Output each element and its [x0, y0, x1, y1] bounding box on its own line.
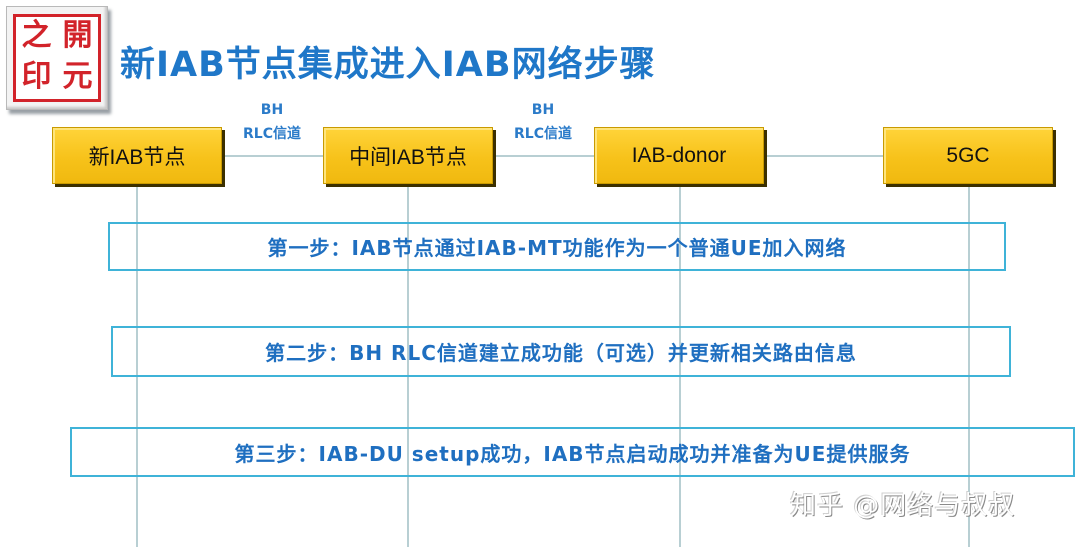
step-2-box: 第二步：BH RLC信道建立成功能（可选）并更新相关路由信息	[111, 326, 1011, 377]
lifeline-5gc	[968, 184, 970, 547]
link-label-line2: RLC信道	[243, 126, 301, 142]
logo-char: 元	[62, 59, 93, 94]
connector-new-to-intermediate	[222, 155, 323, 157]
lifeline-iab-donor	[679, 184, 681, 547]
connector-intermediate-to-donor	[493, 155, 594, 157]
link-label-line2: RLC信道	[514, 126, 572, 142]
connector-donor-to-5gc	[764, 155, 883, 157]
link-label-line1: BH	[260, 102, 284, 118]
node-intermediate-iab: 中间IAB节点	[323, 127, 493, 184]
logo-char: 開	[62, 18, 93, 53]
link-label-bh-rlc-1: BH RLC信道	[222, 98, 322, 146]
page-title: 新IAB节点集成进入IAB网络步骤	[120, 45, 656, 85]
link-label-bh-rlc-2: BH RLC信道	[493, 98, 593, 146]
lifeline-new-iab-node	[136, 184, 138, 547]
step-1-box: 第一步：IAB节点通过IAB-MT功能作为一个普通UE加入网络	[108, 222, 1006, 271]
logo-char: 之	[21, 18, 52, 53]
node-5gc: 5GC	[883, 127, 1053, 184]
link-label-line1: BH	[531, 102, 555, 118]
logo-stamp: 之 開 印 元	[6, 6, 108, 110]
logo-char: 印	[21, 59, 52, 94]
step-3-box: 第三步：IAB-DU setup成功，IAB节点启动成功并准备为UE提供服务	[70, 427, 1075, 477]
logo-face: 之 開 印 元	[16, 17, 98, 99]
watermark-text: 知乎 @网络与叔叔	[790, 491, 1016, 521]
lifeline-intermediate-iab-node	[407, 184, 409, 547]
node-iab-donor: IAB-donor	[594, 127, 764, 184]
node-new-iab: 新IAB节点	[52, 127, 222, 184]
